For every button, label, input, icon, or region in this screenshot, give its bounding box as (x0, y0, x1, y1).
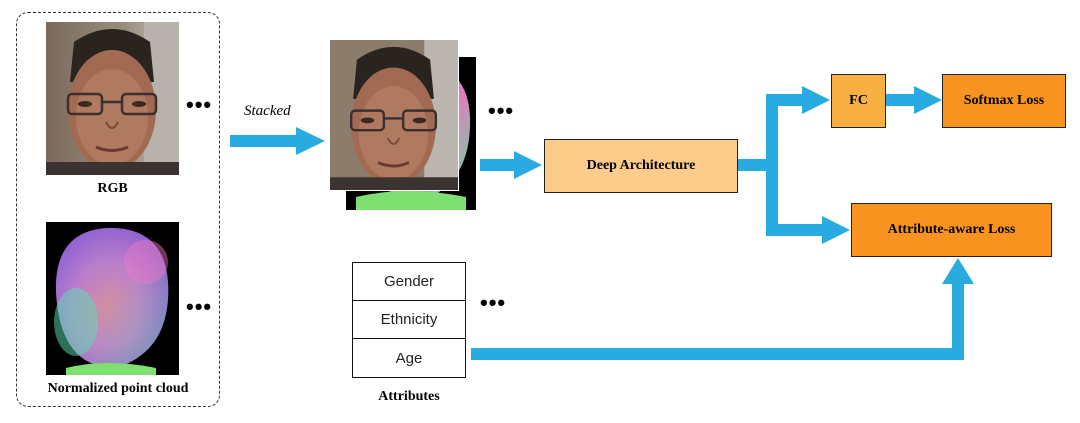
branch-vertical-arrow (766, 94, 778, 236)
attribute-ethnicity: Ethnicity (353, 301, 465, 339)
deep-arch-out-arrow (738, 159, 772, 171)
deep-architecture-block: Deep Architecture (544, 139, 738, 193)
to-fc-arrow (766, 86, 830, 114)
point-cloud-image (46, 222, 179, 375)
stacked-label: Stacked (244, 103, 291, 119)
attributes-caption: Attributes (378, 389, 440, 404)
softmax-loss-block: Softmax Loss (942, 74, 1066, 128)
age-out-arrow (471, 348, 964, 360)
fc-to-softmax-arrow (886, 86, 942, 114)
attribute-aware-loss-block: Attribute-aware Loss (851, 203, 1052, 257)
input-modalities-group (16, 12, 220, 407)
attribute-age: Age (395, 349, 423, 367)
to-deep-arch-arrow (480, 151, 542, 179)
to-attr-loss-arrow (766, 216, 850, 244)
attributes-more-ellipsis: ••• (480, 290, 507, 315)
attr-up-arrow-head (942, 258, 974, 284)
attribute-gender: Gender (353, 263, 465, 301)
attr-up-arrow-shaft (952, 282, 964, 360)
pointcloud-caption: Normalized point cloud (47, 381, 189, 396)
stacked-rgb-image (330, 40, 458, 190)
stack-arrow (230, 127, 325, 155)
fc-block: FC (831, 74, 886, 128)
rgb-caption: RGB (97, 181, 128, 196)
attributes-table: Gender Ethnicity Age (352, 262, 466, 378)
rgb-face-image (46, 22, 179, 175)
